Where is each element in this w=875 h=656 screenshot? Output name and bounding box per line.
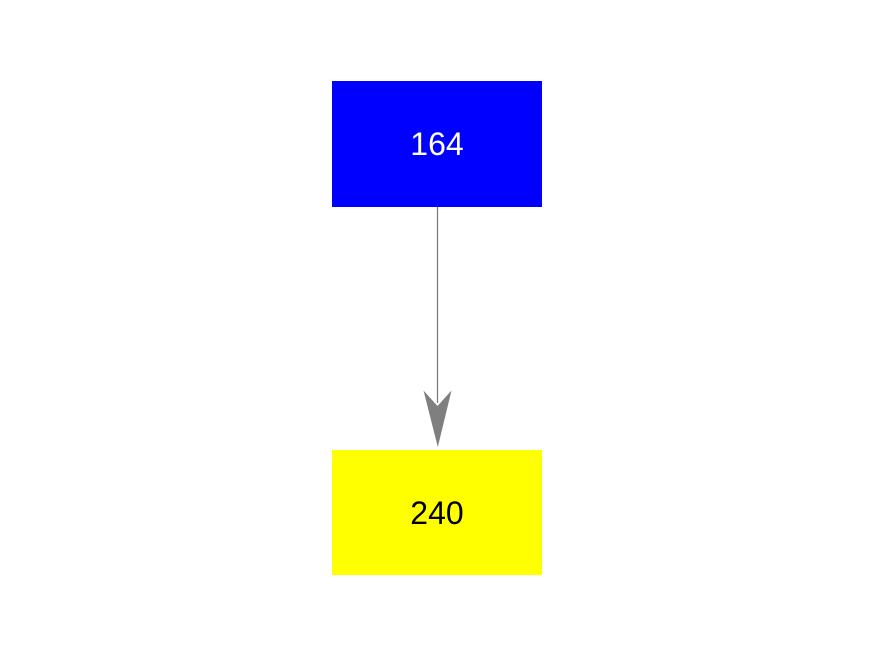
node-label: 164: [410, 126, 464, 162]
arrowhead-icon: [423, 390, 452, 447]
node-label: 240: [410, 494, 464, 531]
diagram-node-164: 164: [332, 81, 542, 207]
diagram-node-240: 240: [332, 450, 542, 575]
